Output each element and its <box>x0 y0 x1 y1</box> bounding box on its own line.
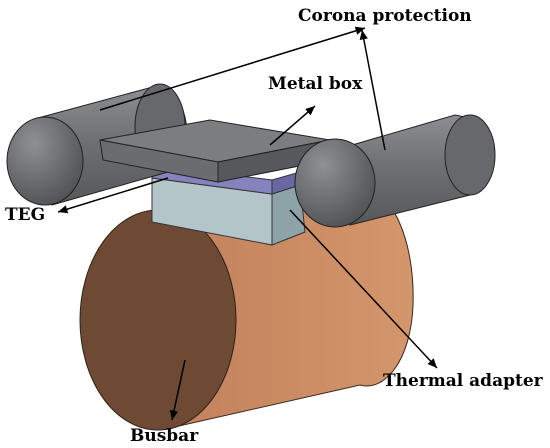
busbar-end-face <box>79 209 237 431</box>
arrow-corona-left <box>99 26 366 111</box>
label-corona-protection: Corona protection <box>298 6 472 26</box>
arrow-teg <box>57 177 169 214</box>
label-metal-box: Metal box <box>268 74 363 94</box>
arrow-metal-box <box>269 105 316 146</box>
corona-protection-right <box>294 114 496 228</box>
label-busbar: Busbar <box>130 426 199 446</box>
arrow-corona-right <box>359 29 386 151</box>
annotation-arrows <box>57 26 438 421</box>
arrow-busbar <box>169 359 186 421</box>
label-thermal-adapter: Thermal adapter <box>383 371 543 391</box>
label-teg: TEG <box>5 205 46 225</box>
arrow-thermal-adapter <box>289 209 438 369</box>
thermal-adapter <box>151 177 306 246</box>
